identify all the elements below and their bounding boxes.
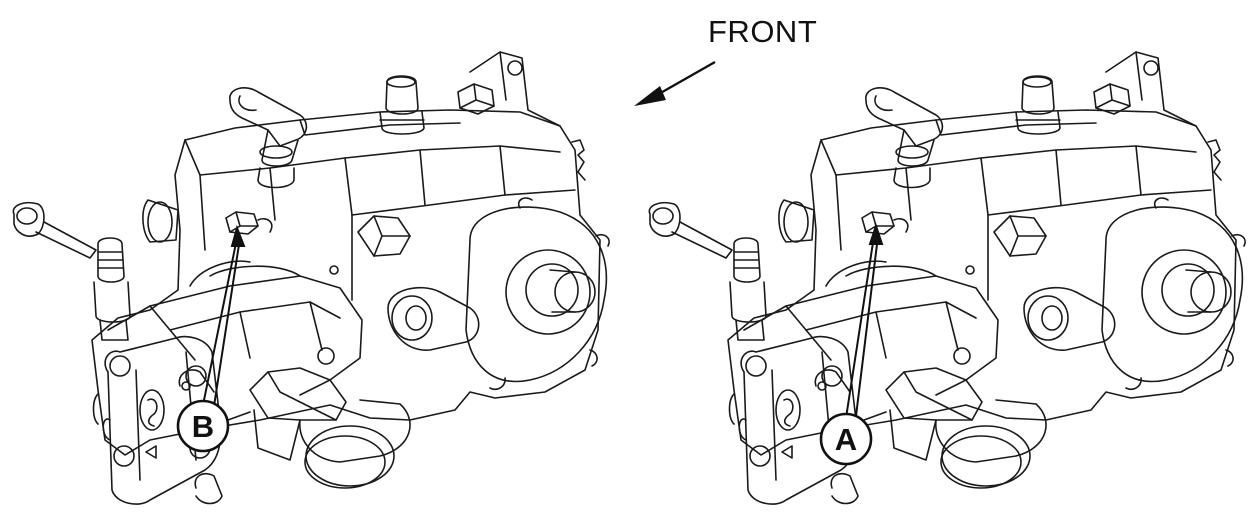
right-pump-drawing bbox=[648, 51, 1246, 505]
callout-b: B bbox=[176, 399, 230, 453]
callout-b-label: B bbox=[192, 409, 214, 444]
callout-a-label: A bbox=[835, 422, 857, 457]
callout-b-leaders bbox=[201, 224, 246, 411]
callout-a: A bbox=[819, 412, 873, 466]
left-pump-drawing bbox=[12, 51, 610, 505]
front-direction-label: FRONT bbox=[708, 14, 818, 49]
front-direction-arrow bbox=[634, 60, 716, 106]
callout-a-leaders bbox=[845, 222, 884, 419]
